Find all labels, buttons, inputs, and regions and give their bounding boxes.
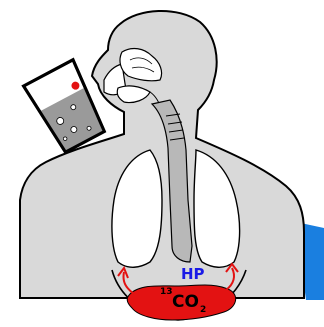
- body-silhouette: [20, 11, 304, 298]
- co2-isotope-superscript: 13: [160, 287, 173, 297]
- co2-formula: CO: [172, 292, 199, 312]
- hp-label: HP: [181, 265, 205, 283]
- co2-subscript: 2: [200, 305, 206, 315]
